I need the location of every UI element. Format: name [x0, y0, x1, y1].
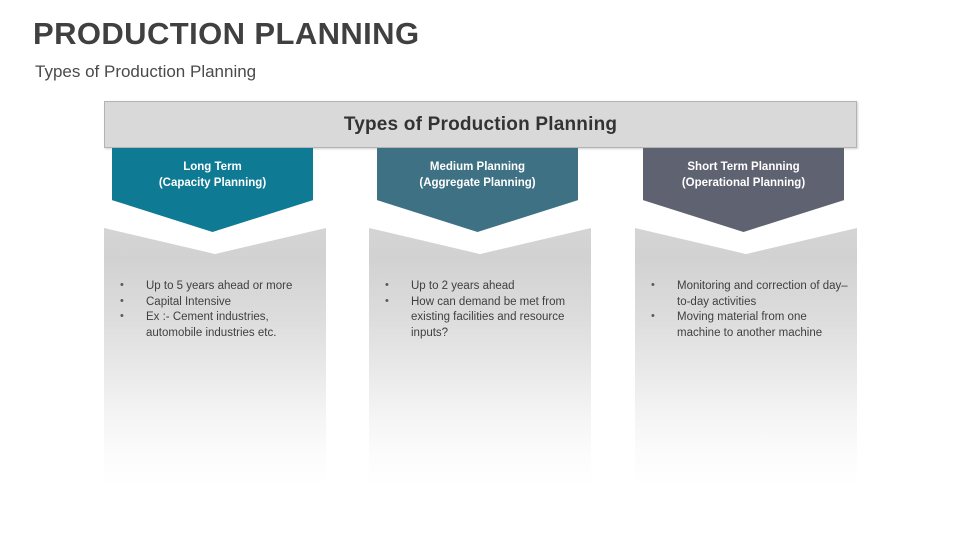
banner-title: Types of Production Planning: [343, 113, 618, 135]
bullet-list-1: Up to 5 years ahead or more Capital Inte…: [112, 278, 322, 341]
column-short-term: Short Term Planning (Operational Plannin…: [635, 148, 857, 488]
banner-header: Types of Production Planning: [104, 101, 857, 148]
list-item: How can demand be met from existing faci…: [377, 294, 587, 342]
list-item: Capital Intensive: [112, 294, 322, 311]
chevron-header-1[interactable]: [112, 148, 313, 232]
panel-body-2: [369, 228, 591, 486]
chevron-header-3[interactable]: [643, 148, 844, 232]
list-item: Monitoring and correction of day–to-day …: [643, 278, 853, 310]
column-medium-planning: Medium Planning (Aggregate Planning) Up …: [369, 148, 591, 488]
bullet-list-2: Up to 2 years ahead How can demand be me…: [377, 278, 587, 342]
column-long-term: Long Term (Capacity Planning) Up to 5 ye…: [104, 148, 326, 488]
list-item: Moving material from one machine to anot…: [643, 309, 853, 341]
panel-body-3: [635, 228, 857, 486]
list-item: Ex :- Cement industries, automobile indu…: [112, 309, 322, 341]
bullet-list-3: Monitoring and correction of day–to-day …: [643, 278, 853, 341]
list-item: Up to 2 years ahead: [377, 278, 587, 295]
page-title: PRODUCTION PLANNING: [33, 16, 420, 51]
chevron-header-2[interactable]: [377, 148, 578, 232]
page-subtitle: Types of Production Planning: [35, 62, 257, 81]
list-item: Up to 5 years ahead or more: [112, 278, 322, 295]
panel-body-1: [104, 228, 326, 486]
